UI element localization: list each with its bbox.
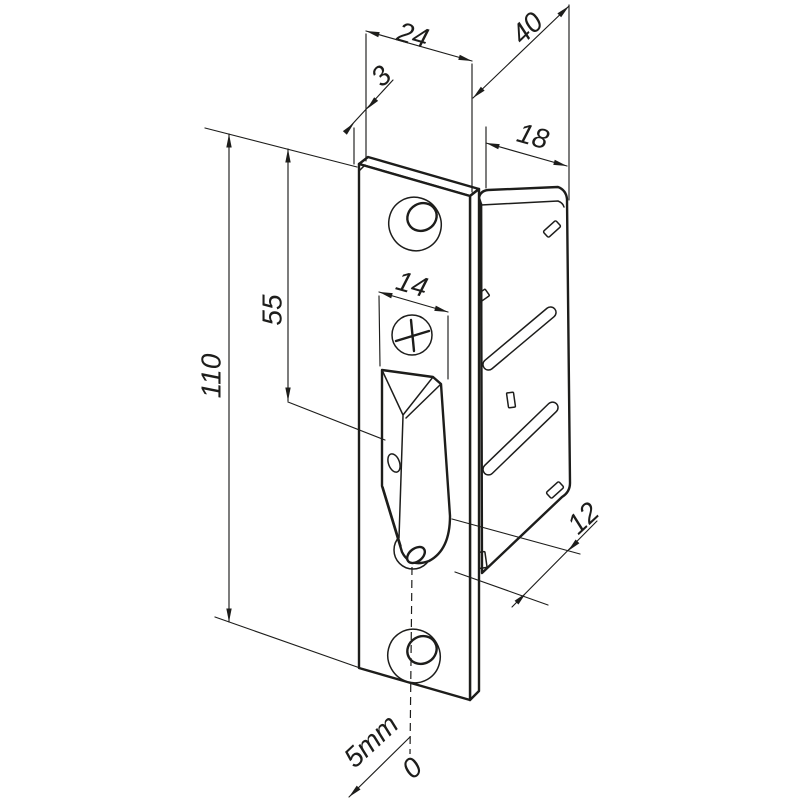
- body-slot-bottom-right: [545, 481, 565, 499]
- keeper-edge-thickness: [405, 383, 442, 419]
- extension-line: [287, 401, 386, 441]
- body-slot-long-lower: [482, 401, 559, 476]
- dim-label-3: 3: [365, 59, 398, 92]
- keeper-latch: [380, 368, 452, 570]
- arrowhead-upper: [566, 539, 580, 553]
- dim-label-18: 18: [514, 117, 553, 156]
- hole-bottom: [406, 634, 438, 666]
- arrowhead-left: [485, 140, 500, 150]
- hole-top: [406, 201, 438, 233]
- dimension-plate-height: 110: [196, 133, 232, 623]
- extension-line-upper: [451, 518, 581, 555]
- body-slot-long-upper: [482, 306, 557, 371]
- plate-corner-chamfer: [358, 164, 366, 172]
- arrowhead-lower: [514, 591, 528, 605]
- plate-side-face: [468, 187, 481, 702]
- dimension-line: [472, 5, 570, 99]
- dimension-adjustment-range: 5mm 0: [338, 708, 429, 799]
- dim-label-5mm: 5mm: [338, 708, 405, 773]
- extension-line-lower: [454, 571, 549, 606]
- arrowhead-right: [458, 54, 473, 64]
- body-left-edge: [480, 203, 483, 574]
- keeper-left-fold: [382, 486, 402, 547]
- keeper-silhouette: [380, 368, 452, 565]
- arrowhead-down: [226, 608, 232, 622]
- faceplate: [357, 155, 481, 702]
- arrowhead-right: [553, 159, 568, 169]
- extension-line-left: [378, 295, 381, 367]
- strike-body: [474, 185, 572, 575]
- dimension-keeper-offset: 55: [257, 148, 386, 441]
- dimension-body-depth: 18: [485, 117, 568, 189]
- arrowhead-up: [285, 149, 291, 163]
- keeper-side-hole: [387, 453, 401, 473]
- dim-label-55: 55: [257, 294, 288, 326]
- dim-label-40: 40: [505, 6, 549, 50]
- dimension-line: [348, 736, 411, 798]
- ext-line-plate-bottom-corner: [214, 616, 361, 669]
- keeper-top-fold-left: [381, 369, 404, 416]
- keeper-top-fold-right: [402, 376, 434, 416]
- body-top-face-edge: [480, 200, 565, 208]
- ext-line-plate-top-corner: [204, 127, 358, 168]
- plate-hole-top: [387, 196, 443, 252]
- dim-label-12: 12: [561, 496, 605, 540]
- body-outline: [477, 185, 572, 575]
- body-slot-top: [542, 220, 562, 238]
- plate-hole-bottom: [386, 628, 442, 684]
- arrowhead-up: [226, 134, 232, 148]
- keeper-pin-cap: [405, 545, 427, 565]
- dimension-line: [511, 520, 598, 608]
- arrowhead-left: [365, 28, 380, 38]
- dimension-line: [485, 142, 568, 167]
- phillips-screw: [391, 314, 433, 356]
- dimension-plate-thickness: 3: [342, 59, 398, 165]
- dim-label-110: 110: [196, 353, 227, 398]
- keeper-ramp-left-edge: [398, 415, 404, 539]
- dimension-line: [365, 30, 473, 62]
- arrowhead-down: [285, 387, 291, 401]
- body-slot-middle: [505, 391, 517, 409]
- phillips-cross-icon: [394, 318, 431, 353]
- pin-centerline: [409, 566, 413, 755]
- dim-label-0: 0: [396, 751, 429, 785]
